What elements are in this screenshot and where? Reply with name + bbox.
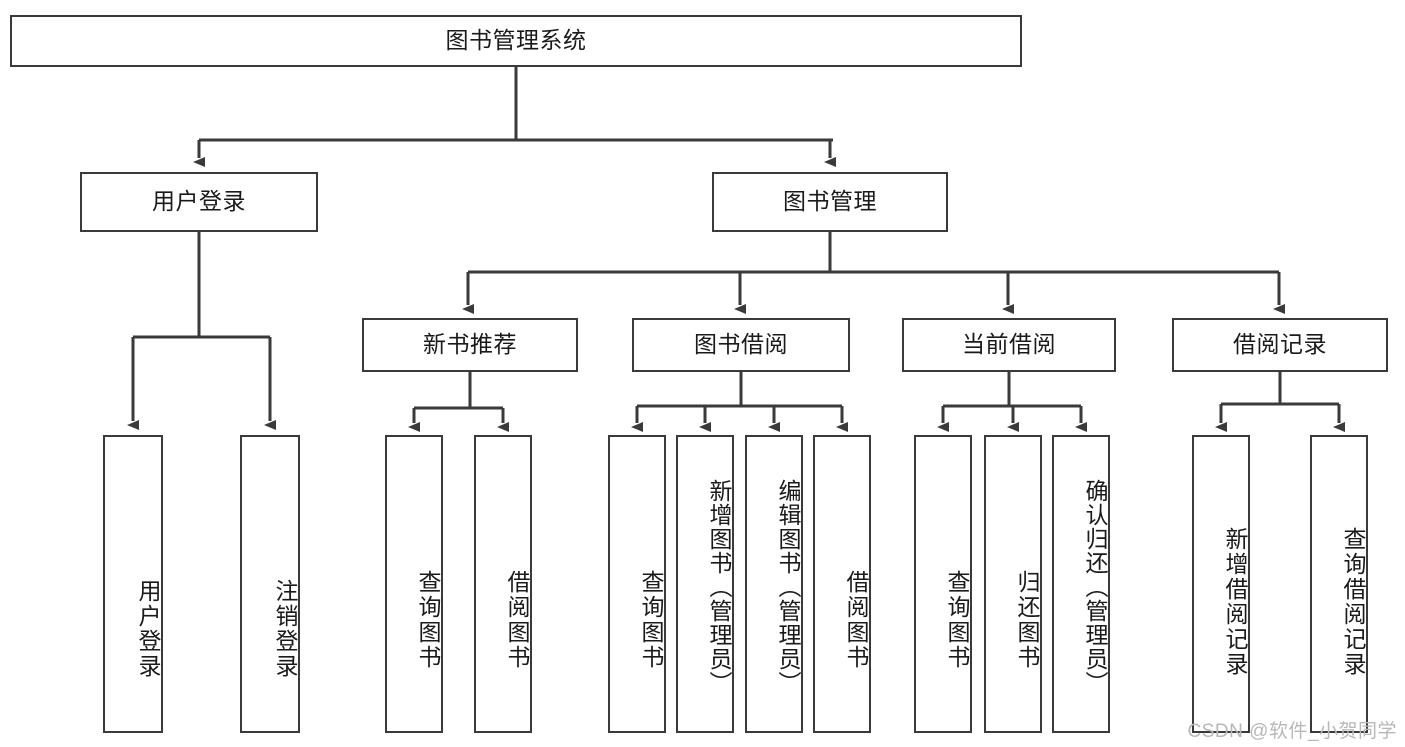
node-borrow-record-label: 借阅记录 [1233,331,1327,358]
node-leaf-return-book[interactable]: 归还图书 [984,435,1042,733]
node-leaf-confirm-return[interactable]: 确认归还（管理员） [1052,435,1110,733]
node-leaf-edit-book[interactable]: 编辑图书（管理员） [745,435,803,733]
watermark-text: CSDN @软件_小贺同学 [1187,721,1397,742]
node-leaf-user-login[interactable]: 用户登录 [103,435,163,733]
node-root-label: 图书管理系统 [445,27,587,54]
node-book-manage-label: 图书管理 [783,188,877,215]
node-leaf-user-login-label: 用户登录 [135,579,161,679]
node-book-manage[interactable]: 图书管理 [712,172,948,232]
node-leaf-borrow-book-rec[interactable]: 借阅图书 [474,435,532,733]
node-leaf-user-logout[interactable]: 注销登录 [240,435,300,733]
node-user-login[interactable]: 用户登录 [80,172,318,232]
node-leaf-query-record-label: 查询借阅记录 [1340,527,1366,677]
node-current-borrow[interactable]: 当前借阅 [902,318,1116,372]
node-leaf-query-record[interactable]: 查询借阅记录 [1310,435,1368,733]
node-leaf-add-record[interactable]: 新增借阅记录 [1192,435,1250,733]
node-borrow-record[interactable]: 借阅记录 [1172,318,1388,372]
node-leaf-add-book-label: 新增图书（管理员） [706,479,732,695]
node-leaf-query-book-borrow[interactable]: 查询图书 [608,435,666,733]
node-leaf-add-book[interactable]: 新增图书（管理员） [676,435,734,733]
node-current-borrow-label: 当前借阅 [962,331,1056,358]
node-leaf-query-book-rec[interactable]: 查询图书 [385,435,443,733]
node-book-borrow-label: 图书借阅 [694,331,788,358]
node-leaf-query-book-current[interactable]: 查询图书 [914,435,972,733]
node-new-book-rec[interactable]: 新书推荐 [362,318,578,372]
node-new-book-rec-label: 新书推荐 [423,331,517,358]
node-leaf-add-record-label: 新增借阅记录 [1222,527,1248,677]
node-book-borrow[interactable]: 图书借阅 [632,318,850,372]
node-leaf-borrow-book-rec-label: 借阅图书 [504,570,530,670]
node-leaf-confirm-return-label: 确认归还（管理员） [1082,479,1108,695]
node-user-login-label: 用户登录 [152,188,246,215]
node-leaf-query-book-current-label: 查询图书 [944,570,970,670]
node-leaf-borrow-book[interactable]: 借阅图书 [813,435,871,733]
node-leaf-query-book-rec-label: 查询图书 [415,570,441,670]
node-leaf-borrow-book-label: 借阅图书 [843,570,869,670]
node-root[interactable]: 图书管理系统 [10,15,1022,67]
node-leaf-edit-book-label: 编辑图书（管理员） [775,479,801,695]
node-leaf-return-book-label: 归还图书 [1014,570,1040,670]
node-leaf-query-book-borrow-label: 查询图书 [638,570,664,670]
node-leaf-user-logout-label: 注销登录 [272,579,298,679]
